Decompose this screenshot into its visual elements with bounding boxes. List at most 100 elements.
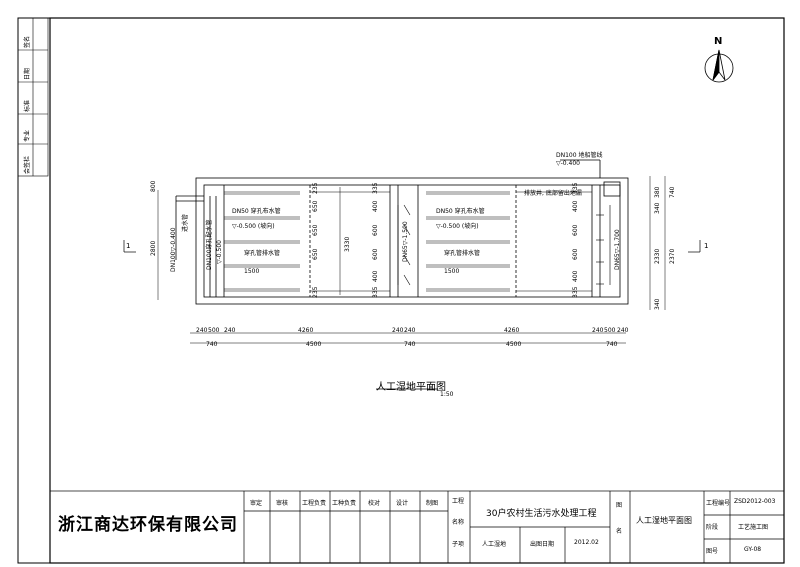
- side-row-2: 标准: [24, 99, 31, 112]
- right-block-elev: ▽-0.500 (坡向): [436, 223, 479, 230]
- right-dim-5: 340: [654, 298, 661, 310]
- tb-header-0: 审定: [250, 500, 263, 507]
- left-pipe-label: DN100▽-0.400: [170, 227, 177, 272]
- inner-dim-m3: 600: [372, 248, 379, 260]
- left-block-pipe: DN50 穿孔布水管: [232, 208, 281, 215]
- company-name: 浙江商达环保有限公司: [58, 515, 238, 535]
- bdim2-0: 740: [206, 341, 218, 348]
- left-dim: 2800: [150, 240, 157, 256]
- num-value: GY-08: [744, 546, 762, 553]
- dimension-lines: [157, 176, 666, 344]
- tb-header-5: 设计: [396, 500, 409, 507]
- stage-value: 工艺施工图: [738, 524, 769, 531]
- section-marker-right: 1: [704, 242, 709, 250]
- wetland-plan: [175, 159, 629, 305]
- inner-dim-r5: 335: [572, 286, 579, 298]
- tb-header-3: 工种负责: [332, 500, 357, 507]
- tb-proj-label: 工程: [452, 498, 465, 505]
- inner-dim-m2: 600: [372, 224, 379, 236]
- right-dim-2: 2330: [654, 248, 661, 264]
- bdim1-8: 500: [604, 327, 616, 334]
- tb-header-2: 工程负责: [302, 500, 327, 507]
- mid-pipe-label: DN65▽-1.500: [402, 221, 409, 262]
- date-label: 出图日期: [530, 541, 555, 548]
- inner-dim-m0: 335: [372, 182, 379, 194]
- tb-name-label: 名称: [452, 519, 465, 526]
- inner-dim-l3: 650: [312, 248, 319, 260]
- right-dim-4: 340: [654, 202, 661, 214]
- bdim1-3: 4260: [298, 327, 314, 334]
- top-elev-label: ▽-0.400: [556, 160, 580, 167]
- bdim2-1: 4500: [306, 341, 322, 348]
- sheet-border: [17, 17, 785, 564]
- left-block-dim: 1500: [244, 268, 260, 275]
- right-dim-0: 380: [654, 186, 661, 198]
- tb-sub-label: 子项: [452, 541, 465, 548]
- right-block-pipe2: 穿孔管排水管: [444, 250, 481, 257]
- inner-dim-l0: 235: [312, 182, 319, 194]
- num-label: 图号: [706, 548, 719, 555]
- stage-label: 阶段: [706, 524, 719, 531]
- inner-dim-m4: 400: [372, 270, 379, 282]
- section-marker-left: 1: [126, 242, 131, 250]
- distribution-pipes: [224, 191, 611, 292]
- section-marker-icons: [123, 240, 701, 253]
- left-pipe-note: 进水管: [182, 213, 189, 232]
- bdim1-4: 240: [392, 327, 404, 334]
- side-row-3: 专业: [24, 129, 31, 142]
- subitem: 人工湿地: [482, 541, 507, 548]
- side-row-1: 日期: [24, 67, 31, 80]
- bdim1-2: 240: [224, 327, 236, 334]
- left-inner-pipe: DN100穿孔配水管: [206, 219, 213, 270]
- top-pipe-label: DN100 地船管线: [556, 152, 603, 159]
- left-dim-top: 800: [150, 180, 157, 192]
- inner-dim-r2: 600: [572, 224, 579, 236]
- tb-header-6: 制图: [426, 500, 439, 507]
- tb-header-1: 审核: [276, 500, 289, 507]
- north-arrow-icon: [704, 49, 734, 83]
- side-row-4: 会签栏: [24, 155, 31, 174]
- bdim2-3: 4500: [506, 341, 522, 348]
- bdim1-6: 4260: [504, 327, 520, 334]
- inner-dim-r1: 400: [572, 200, 579, 212]
- drawing-frame: [49, 17, 785, 564]
- inner-dim-r0: 335: [572, 182, 579, 194]
- bdim2-4: 740: [606, 341, 618, 348]
- inner-dim-r4: 400: [572, 270, 579, 282]
- inner-dim-l1: 650: [312, 200, 319, 212]
- right-block-dim: 1500: [444, 268, 460, 275]
- right-dim-1: 740: [669, 186, 676, 198]
- left-block-elev: ▽-0.500 (坡向): [232, 223, 275, 230]
- date-value: 2012.02: [574, 539, 599, 546]
- right-dim-3: 2370: [669, 248, 676, 264]
- right-note: 排放井, 底部留出地漏: [524, 190, 582, 197]
- left-block-pipe2: 穿孔管排水管: [244, 250, 281, 257]
- right-block-pipe: DN50 穿孔布水管: [436, 208, 485, 215]
- inner-dim-l4: 235: [312, 286, 319, 298]
- bdim1-5: 240: [404, 327, 416, 334]
- right-pipe-label: DN65▽-1.700: [614, 229, 621, 270]
- center-dim: 3330: [344, 236, 351, 252]
- bdim1-1: 500: [208, 327, 220, 334]
- drawing-name: 人工湿地平面图: [636, 516, 692, 525]
- side-table-lines: [17, 17, 49, 177]
- inner-dim-r3: 600: [572, 248, 579, 260]
- inner-dim-m5: 335: [372, 286, 379, 298]
- code-label: 工程编号: [706, 500, 731, 507]
- plan-title: 人工湿地平面图: [376, 382, 446, 393]
- plan-scale: 1:50: [440, 391, 454, 398]
- bdim1-0: 240: [196, 327, 208, 334]
- bdim2-2: 740: [404, 341, 416, 348]
- tb-header-4: 校对: [368, 500, 381, 507]
- title-block-lines: [49, 490, 785, 564]
- code-value: ZSD2012-003: [734, 498, 776, 505]
- inner-dim-m1: 400: [372, 200, 379, 212]
- bdim1-9: 240: [617, 327, 629, 334]
- drawing-label-2: 名: [616, 528, 623, 535]
- north-label: N: [714, 36, 723, 47]
- drawing-label-1: 图: [616, 502, 623, 509]
- left-elev: ▽-0.500: [216, 240, 223, 264]
- inner-dim-l2: 650: [312, 224, 319, 236]
- bdim1-7: 240: [592, 327, 604, 334]
